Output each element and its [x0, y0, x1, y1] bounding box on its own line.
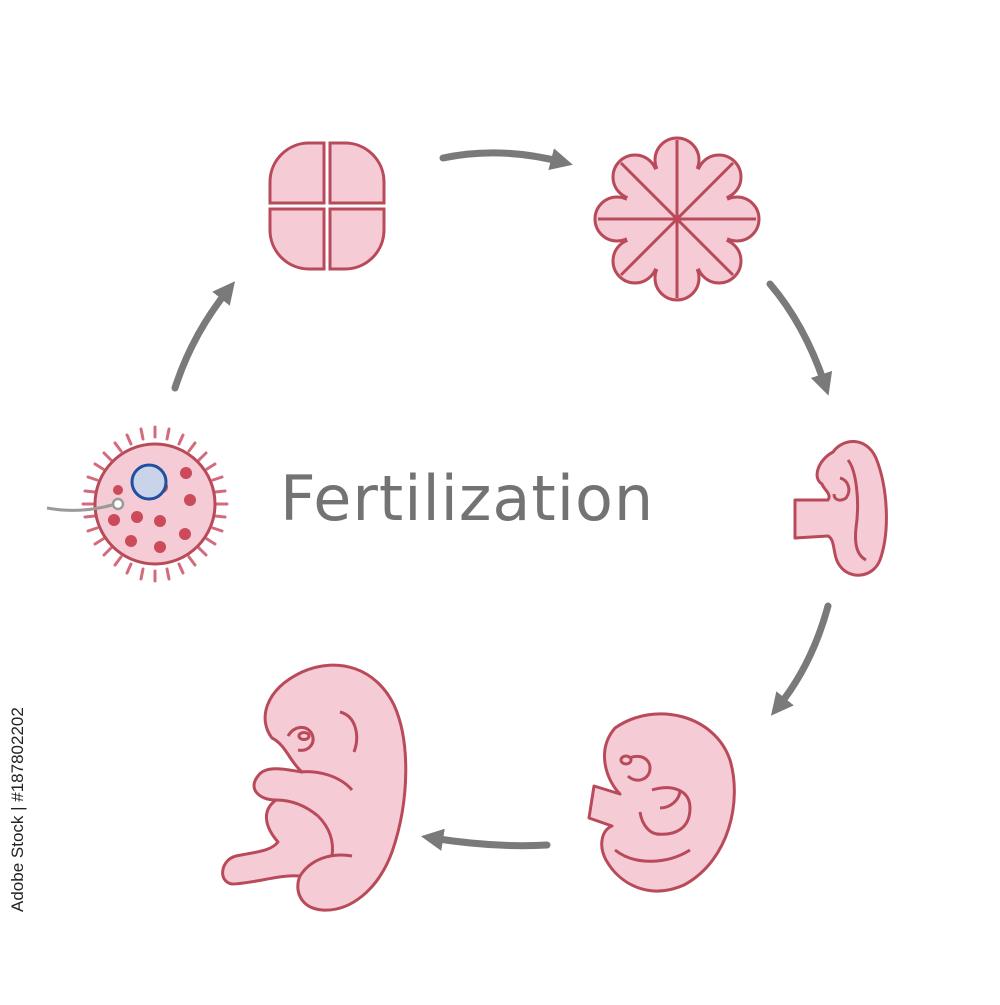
arrow-four-cell-to-eight-cell: [443, 153, 562, 162]
stock-id-label: Adobe Stock | #187802202: [8, 752, 28, 912]
zygote-icon: [47, 427, 227, 581]
fetus-icon: [223, 665, 406, 910]
stock-number: 187802202: [8, 707, 27, 792]
arrow-eight-cell-to-early-embryo: [770, 284, 825, 385]
arrow-early-embryo-to-curled-embryo: [778, 606, 828, 707]
arrow-zygote-to-four-cell: [175, 290, 228, 388]
eight-cell-icon: [595, 138, 759, 300]
curled-embryo-icon: [589, 714, 734, 891]
arrow-curled-embryo-to-fetus: [432, 838, 547, 846]
stock-prefix: Adobe Stock | #: [8, 792, 27, 912]
four-cell-icon: [270, 143, 384, 269]
early-embryo-icon: [795, 441, 886, 575]
diagram-title: Fertilization: [280, 462, 730, 535]
